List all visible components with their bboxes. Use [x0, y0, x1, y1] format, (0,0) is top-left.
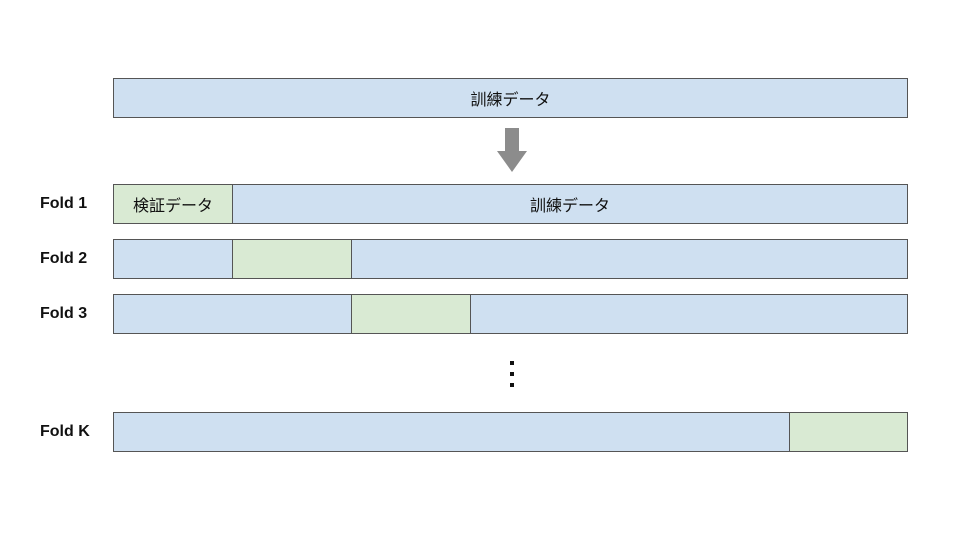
training-data-bar: 訓練データ	[113, 78, 908, 118]
fold-2-bar	[113, 239, 908, 279]
fold-label: Fold 2	[40, 250, 88, 267]
fold-3-bar	[113, 294, 908, 334]
validation-segment	[232, 240, 352, 278]
training-segment	[114, 413, 790, 451]
fold-label: Fold 3	[40, 305, 88, 322]
training-data-label: 訓練データ	[529, 196, 610, 215]
training-data-label: 訓練データ	[470, 90, 551, 109]
validation-segment	[351, 295, 471, 333]
fold-label: Fold 1	[40, 195, 88, 212]
fold-1-bar: 検証データ 訓練データ	[113, 184, 908, 224]
fold-label: Fold K	[40, 423, 90, 440]
down-arrow-icon	[497, 128, 527, 172]
validation-segment: 検証データ	[114, 185, 233, 223]
training-segment	[471, 295, 907, 333]
vertical-ellipsis-icon	[510, 361, 514, 387]
training-segment: 訓練データ	[233, 185, 907, 223]
validation-segment	[789, 413, 907, 451]
training-segment	[114, 295, 352, 333]
training-segment	[114, 240, 233, 278]
fold-k-bar	[113, 412, 908, 452]
training-segment	[352, 240, 907, 278]
training-data-segment: 訓練データ	[114, 79, 907, 117]
validation-data-label: 検証データ	[132, 196, 213, 215]
